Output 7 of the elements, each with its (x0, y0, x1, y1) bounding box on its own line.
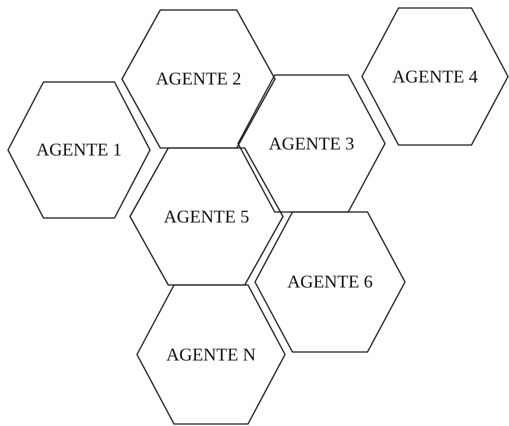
agent-label: AGENTE 6 (287, 272, 373, 292)
agent-label: AGENTE 4 (392, 66, 478, 87)
agent-label: AGENTE N (166, 344, 256, 365)
agent-label: AGENTE 2 (156, 68, 242, 90)
agent-label: AGENTE 1 (36, 140, 122, 160)
agent-label: AGENTE 5 (164, 206, 250, 227)
agent-label: AGENTE 3 (268, 133, 354, 154)
